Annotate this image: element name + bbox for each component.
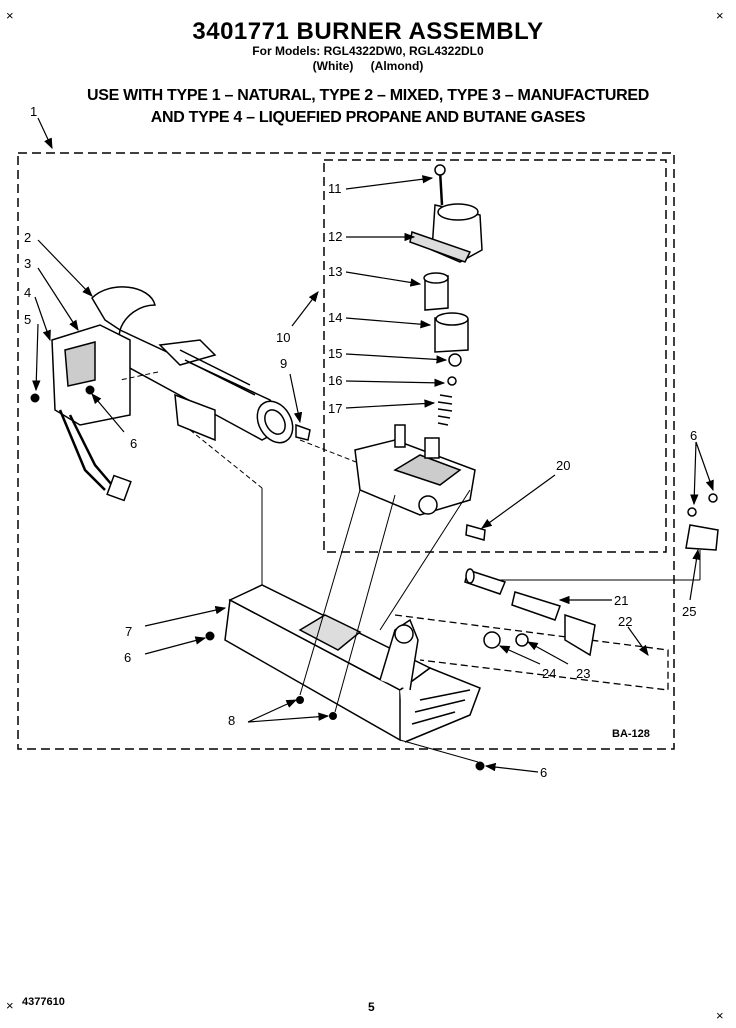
corner-mark-top-left: × <box>6 8 14 23</box>
corner-mark-bottom-right: × <box>716 1008 724 1023</box>
gas-type-line-1: USE WITH TYPE 1 – NATURAL, TYPE 2 – MIXE… <box>87 87 649 104</box>
assembly-boundary <box>17 152 675 750</box>
callout-6-left: 6 <box>130 436 137 451</box>
callout-24: 24 <box>542 666 556 681</box>
callout-numbers: 1 2 3 4 5 6 7 6 8 9 10 11 12 13 14 15 16… <box>24 104 697 780</box>
callout-3: 3 <box>24 256 31 271</box>
callout-2: 2 <box>24 230 31 245</box>
models-line: For Models: RGL4322DW0, RGL4322DL0 <box>252 44 484 58</box>
callout-13: 13 <box>328 264 342 279</box>
corner-mark-top-right: × <box>716 8 724 23</box>
callout-10: 10 <box>276 330 290 345</box>
burner-tube <box>91 286 294 444</box>
callout-11: 11 <box>328 181 342 196</box>
callout-14: 14 <box>328 310 342 325</box>
callout-15: 15 <box>328 346 342 361</box>
callout-20: 20 <box>556 458 570 473</box>
pipe-fittings <box>295 423 719 657</box>
callout-6-bottom: 6 <box>540 765 547 780</box>
callout-16: 16 <box>328 373 342 388</box>
callout-12: 12 <box>328 229 342 244</box>
page-number: 5 <box>368 1000 375 1014</box>
leader-lines <box>32 117 714 773</box>
callout-6-bracket: 6 <box>124 650 131 665</box>
callout-25: 25 <box>682 604 696 619</box>
callout-1: 1 <box>30 104 37 119</box>
callout-4: 4 <box>24 285 31 300</box>
diagram-title: 3401771 BURNER ASSEMBLY <box>192 18 544 45</box>
callout-23: 23 <box>576 666 590 681</box>
screws <box>30 385 485 771</box>
document-number: 4377610 <box>22 996 65 1008</box>
mounting-bracket <box>224 584 481 743</box>
callout-22: 22 <box>618 614 632 629</box>
gas-type-line-2: AND TYPE 4 – LIQUEFIED PROPANE AND BUTAN… <box>150 109 586 126</box>
diagram-code: BA-128 <box>612 728 650 740</box>
valve-subassembly-boundary <box>323 159 667 553</box>
color-almond: (Almond) <box>370 59 424 73</box>
alignment-lines <box>119 371 701 763</box>
color-white: (White) <box>312 59 354 73</box>
valve-coil-stack <box>409 164 483 426</box>
fittings-group-boundary <box>394 614 669 691</box>
callout-7: 7 <box>125 624 132 639</box>
callout-9: 9 <box>280 356 287 371</box>
callout-17: 17 <box>328 401 342 416</box>
igniter-assembly <box>51 324 132 502</box>
corner-mark-bottom-left: × <box>6 998 14 1013</box>
callout-6-right: 6 <box>690 428 697 443</box>
gas-valve-body <box>354 424 476 516</box>
callout-8: 8 <box>228 713 235 728</box>
color-variants: (White) (Almond) <box>0 59 736 73</box>
callout-5: 5 <box>24 312 31 327</box>
callout-21: 21 <box>614 593 628 608</box>
